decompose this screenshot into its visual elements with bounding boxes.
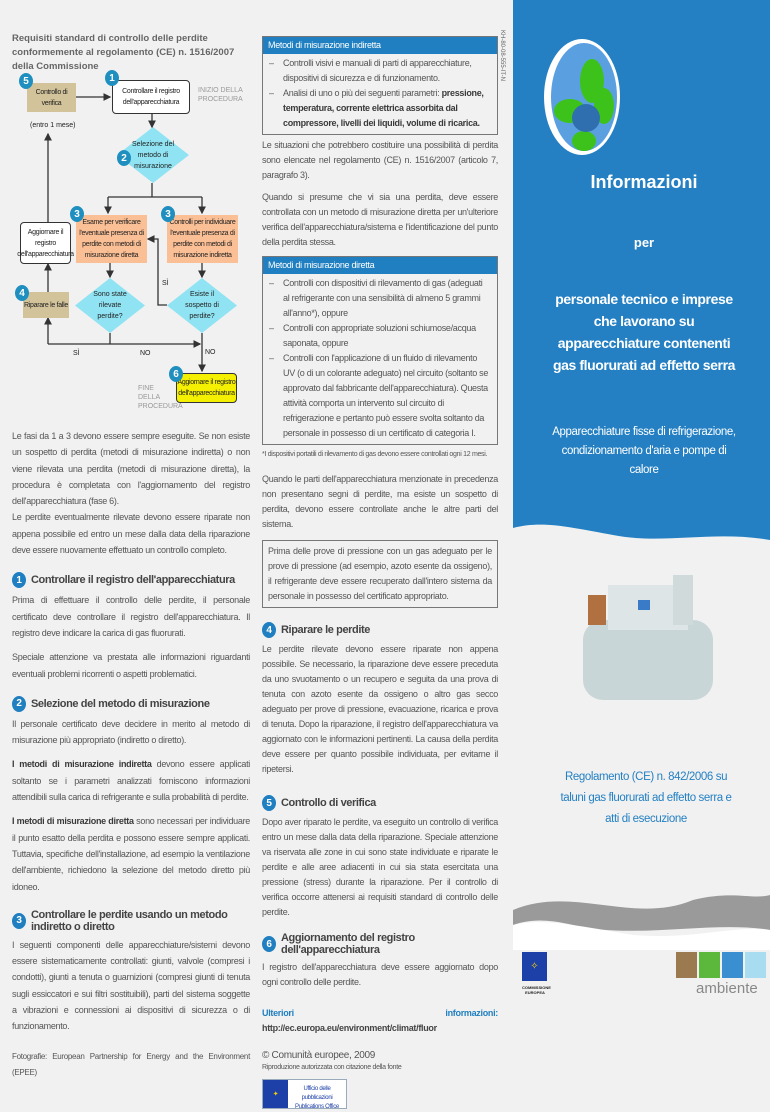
- more-info-link[interactable]: http://ec.europa.eu/environment/climat/f…: [262, 1023, 437, 1033]
- step-number: 4: [15, 285, 29, 301]
- section-heading: Controllare il registro dell'apparecchia…: [31, 574, 235, 587]
- yes-label: SÌ: [162, 280, 169, 287]
- step5-note: (entro 1 mese): [30, 122, 76, 129]
- step3-indirect-box: Controlli per individuare l'eventuale pr…: [167, 215, 238, 263]
- leak-check-flowchart: Requisiti standard di controllo delle pe…: [0, 0, 260, 420]
- step6-box: Aggiornare il registro dell'apparecchiat…: [176, 373, 237, 403]
- list-item: Analisi di uno o più dei seguenti parame…: [269, 86, 491, 131]
- no-label: NO: [140, 350, 151, 357]
- intro-paragraph: Le fasi da 1 a 3 devono essere sempre es…: [12, 431, 250, 507]
- step-number: 1: [12, 572, 26, 589]
- box-title: Metodi di misurazione indiretta: [263, 37, 497, 54]
- list-item: Controlli con dispositivi di rilevamento…: [269, 276, 491, 321]
- step-number: 2: [12, 695, 26, 712]
- step5-box: Controllo di verifica: [27, 83, 76, 112]
- european-commission-logo: ✧ COMMISSIONE EUROPEA: [522, 952, 551, 995]
- section-heading: Selezione del metodo di misurazione: [31, 697, 210, 710]
- cover-subtitle: Apparecchiature fisse di refrigerazione,…: [552, 426, 736, 476]
- step-number: 2: [117, 150, 131, 166]
- left-column: Le fasi da 1 a 3 devono essere sempre es…: [12, 428, 250, 1081]
- step-number: 5: [262, 795, 276, 811]
- no-label: NO: [205, 349, 216, 356]
- eu-flag-icon: ✧: [522, 952, 547, 981]
- cover: Informazioni per personale tecnico e imp…: [518, 0, 770, 1024]
- wave-decoration: [513, 500, 770, 560]
- more-info: Ulteriori informazioni: http://ec.europa…: [262, 1008, 498, 1033]
- paragraph: I registro dell'apparecchiatura deve ess…: [262, 962, 498, 987]
- end-label: FINE DELLA PROCEDURA: [138, 385, 183, 410]
- section-heading: Riparare le perdite: [281, 624, 370, 636]
- suspected-leak-diamond: Esiste il sospetto di perdite?: [167, 278, 237, 333]
- indirect-methods-box: Metodi di misurazione indiretta Controll…: [262, 36, 498, 135]
- direct-methods-box: Metodi di misurazione diretta Controlli …: [262, 256, 498, 445]
- intro-paragraph: Le perdite eventualmente rilevate devono…: [12, 512, 250, 556]
- paragraph: Speciale attenzione va prestata alle inf…: [12, 652, 250, 679]
- ambiente-logo: [676, 952, 766, 978]
- step2-diamond: Selezione del metodo di misurazione: [117, 127, 189, 183]
- leaks-detected-diamond: Sono state rilevate perdite?: [75, 278, 145, 333]
- flowchart-arrows: [44, 93, 206, 373]
- step-number: 5: [19, 73, 33, 89]
- cover-title: Informazioni: [590, 172, 698, 192]
- catalog-code: KH-80-08-555-IT-N: [499, 30, 505, 82]
- paragraph: I metodi di misurazione diretta sono nec…: [12, 816, 250, 892]
- step-number: 6: [169, 366, 183, 382]
- paragraph: Quando le parti dell'apparecchiatura men…: [262, 474, 498, 529]
- note-box: Prima delle prove di pressione con un ga…: [262, 540, 498, 608]
- paragraph: I seguenti componenti delle apparecchiat…: [12, 939, 250, 1032]
- section-heading: Aggiornamento del registro dell'apparecc…: [281, 932, 415, 956]
- footnote: *I dispositivi portatili di rilevamento …: [262, 451, 488, 458]
- paragraph: Il personale certificato deve decidere i…: [12, 718, 250, 746]
- cover-per: per: [633, 235, 655, 250]
- box-title: Metodi di misurazione diretta: [263, 257, 497, 274]
- step-number: 1: [105, 70, 119, 86]
- start-label: INIZIO DELLA PROCEDURA: [198, 87, 243, 103]
- regulation-reference: Regolamento (CE) n. 842/2006 su taluni g…: [560, 771, 732, 825]
- paragraph: I metodi di misurazione indiretta devono…: [12, 759, 250, 803]
- section-heading: Controllo di verifica: [281, 797, 376, 809]
- step-number: 3: [12, 912, 26, 929]
- step-number: 3: [70, 206, 84, 222]
- step1-box: Controllare il registro dell'apparecchia…: [112, 80, 190, 114]
- list-item: Controlli con appropriate soluzioni schi…: [269, 321, 491, 351]
- paragraph: Dopo aver riparato le perdite, va esegui…: [262, 817, 498, 917]
- list-item: Controlli visivi e manuali di parti di a…: [269, 56, 491, 86]
- list-item: Controlli con l'applicazione di un fluid…: [269, 351, 491, 441]
- update-register-box: Aggiornare il registro dell'apparecchiat…: [17, 222, 74, 264]
- grey-wave-decoration: [513, 895, 770, 950]
- yes-label: SÌ: [73, 350, 80, 357]
- paragraph: Le situazioni che potrebbero costituire …: [262, 140, 498, 180]
- section-heading: Controllare le perdite usando un metodo …: [31, 908, 228, 933]
- step3-direct-box: Esame per verificare l'eventuale presenz…: [76, 215, 147, 263]
- paragraph: Prima di effettuare il controllo delle p…: [12, 595, 250, 638]
- paragraph: Le perdite rilevate devono essere ripara…: [262, 644, 498, 774]
- chiller-photo: [583, 575, 713, 700]
- reproduction-note: Riproduzione autorizzata con citazione d…: [262, 1064, 402, 1071]
- step4-box: Riparare le falle: [23, 292, 69, 318]
- ambiente-wordmark: ambiente: [696, 980, 758, 997]
- middle-column: Metodi di misurazione indiretta Controll…: [262, 34, 498, 1110]
- step-number: 3: [161, 206, 175, 222]
- eu-flag-icon: ✦: [263, 1080, 288, 1108]
- photo-credit: Fotografie: European Partnership for Ene…: [12, 1051, 250, 1077]
- copyright: © Comunità europee, 2009: [262, 1050, 376, 1061]
- globe-leaf-logo: [544, 39, 620, 155]
- cover-audience: personale tecnico e imprese che lavorano…: [552, 291, 736, 373]
- step-number: 6: [262, 936, 276, 952]
- flowchart-title: Requisiti standard di controllo delle pe…: [12, 33, 235, 72]
- paragraph: Quando si presume che vi sia una perdita…: [262, 192, 498, 247]
- step-number: 4: [262, 622, 276, 638]
